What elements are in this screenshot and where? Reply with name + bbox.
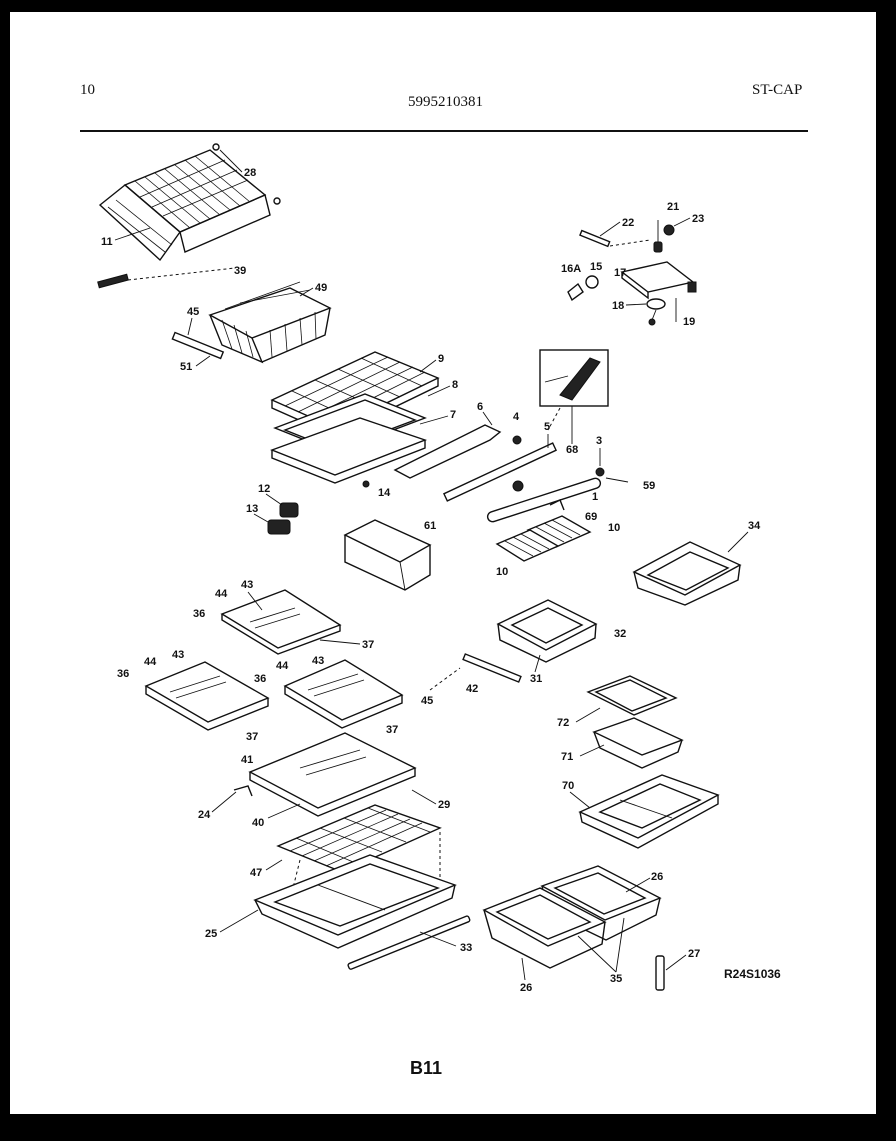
part-number: 5995210381 bbox=[408, 94, 483, 110]
callout-40: 40 bbox=[252, 817, 264, 829]
callout-32: 32 bbox=[614, 628, 626, 640]
callout-42: 42 bbox=[466, 683, 478, 695]
screw-4 bbox=[512, 435, 522, 445]
callout-59: 59 bbox=[643, 480, 655, 492]
screw-14 bbox=[362, 480, 370, 488]
glass-shelf-right bbox=[283, 659, 404, 729]
callout-8: 8 bbox=[452, 379, 458, 391]
glass-shelf-large bbox=[233, 732, 417, 817]
callout-36-right: 36 bbox=[254, 673, 266, 685]
callout-3: 3 bbox=[596, 435, 602, 447]
callout-47: 47 bbox=[250, 867, 262, 879]
crisper-grid-cover bbox=[276, 804, 442, 873]
callout-36-upper: 36 bbox=[193, 608, 205, 620]
callout-23: 23 bbox=[692, 213, 704, 225]
bin-34 bbox=[632, 541, 742, 606]
callout-12: 12 bbox=[258, 483, 270, 495]
callout-15: 15 bbox=[590, 261, 602, 273]
callout-29: 29 bbox=[438, 799, 450, 811]
callout-61: 61 bbox=[424, 520, 436, 532]
meat-keeper-pan bbox=[592, 717, 684, 769]
part-27 bbox=[655, 955, 665, 991]
callout-33: 33 bbox=[460, 942, 472, 954]
control-assembly bbox=[567, 220, 697, 326]
callout-16a: 16A bbox=[561, 263, 581, 275]
callout-1: 1 bbox=[592, 491, 598, 503]
callout-27: 27 bbox=[688, 948, 700, 960]
callout-44-upper: 44 bbox=[215, 588, 228, 600]
callout-31: 31 bbox=[530, 673, 542, 685]
freezer-wire-shelf bbox=[97, 143, 281, 289]
shelf-clips bbox=[267, 502, 299, 535]
callout-18: 18 bbox=[612, 300, 624, 312]
crisper-rail-33 bbox=[347, 915, 471, 970]
callout-14: 14 bbox=[378, 487, 391, 499]
meat-keeper-cover bbox=[586, 675, 678, 716]
callout-9: 9 bbox=[438, 353, 444, 365]
crisper-frame bbox=[253, 854, 457, 949]
callout-72: 72 bbox=[557, 717, 569, 729]
rail-5 bbox=[443, 442, 557, 502]
ice-trays bbox=[495, 499, 592, 562]
reference-code: R24S1036 bbox=[724, 967, 781, 981]
crisper-drawer-left bbox=[482, 887, 607, 969]
screw-3 bbox=[595, 467, 605, 477]
model-code: ST-CAP bbox=[752, 82, 803, 98]
callout-39: 39 bbox=[234, 265, 246, 277]
callout-43-right: 43 bbox=[312, 655, 324, 667]
callout-70: 70 bbox=[562, 780, 574, 792]
callout-45-lower: 45 bbox=[421, 695, 433, 707]
freezer-basket bbox=[208, 281, 332, 364]
crisper-cover-frame bbox=[578, 774, 720, 849]
callout-43-left: 43 bbox=[172, 649, 184, 661]
callout-45-upper: 45 bbox=[187, 306, 199, 318]
callout-21: 21 bbox=[667, 201, 679, 213]
callout-34: 34 bbox=[748, 520, 761, 532]
callout-7: 7 bbox=[450, 409, 456, 421]
bracket-61 bbox=[343, 519, 432, 591]
page-code: B11 bbox=[410, 1058, 443, 1078]
callout-19: 19 bbox=[683, 316, 695, 328]
page-number: 10 bbox=[80, 82, 95, 98]
callout-71: 71 bbox=[561, 751, 573, 763]
callout-26-lower: 26 bbox=[520, 982, 532, 994]
cover-support-6 bbox=[393, 424, 502, 479]
callout-44-right: 44 bbox=[276, 660, 289, 672]
callout-44-left: 44 bbox=[144, 656, 157, 668]
callout-25: 25 bbox=[205, 928, 217, 940]
callout-10-left: 10 bbox=[496, 566, 508, 578]
callout-6: 6 bbox=[477, 401, 483, 413]
callout-11: 11 bbox=[101, 236, 113, 248]
callout-69: 69 bbox=[585, 511, 597, 523]
callout-4: 4 bbox=[513, 411, 520, 423]
callout-13: 13 bbox=[246, 503, 258, 515]
callout-49: 49 bbox=[315, 282, 327, 294]
header-rule bbox=[80, 130, 808, 132]
glass-shelf-upper bbox=[220, 589, 342, 655]
callout-28: 28 bbox=[244, 167, 256, 179]
callout-41: 41 bbox=[241, 754, 253, 766]
callout-17: 17 bbox=[614, 267, 626, 279]
callout-22: 22 bbox=[622, 217, 634, 229]
control-housing-inset bbox=[539, 349, 609, 431]
callout-37-upper: 37 bbox=[362, 639, 374, 651]
callout-36-left: 36 bbox=[117, 668, 129, 680]
callout-10-right: 10 bbox=[608, 522, 620, 534]
callout-24: 24 bbox=[198, 809, 211, 821]
rail-1 bbox=[486, 477, 602, 523]
callout-5: 5 bbox=[544, 421, 550, 433]
callout-26-upper: 26 bbox=[651, 871, 663, 883]
callout-35: 35 bbox=[610, 973, 622, 985]
callout-43-upper: 43 bbox=[241, 579, 253, 591]
callout-68: 68 bbox=[566, 444, 578, 456]
bin-32 bbox=[496, 599, 598, 663]
callout-51: 51 bbox=[180, 361, 192, 373]
glass-shelf-left bbox=[144, 661, 270, 731]
callout-37-left: 37 bbox=[246, 731, 258, 743]
rail-42 bbox=[462, 653, 522, 683]
shelf-rail-51 bbox=[171, 331, 225, 360]
deli-cover-assembly bbox=[270, 351, 440, 484]
callout-37-right: 37 bbox=[386, 724, 398, 736]
